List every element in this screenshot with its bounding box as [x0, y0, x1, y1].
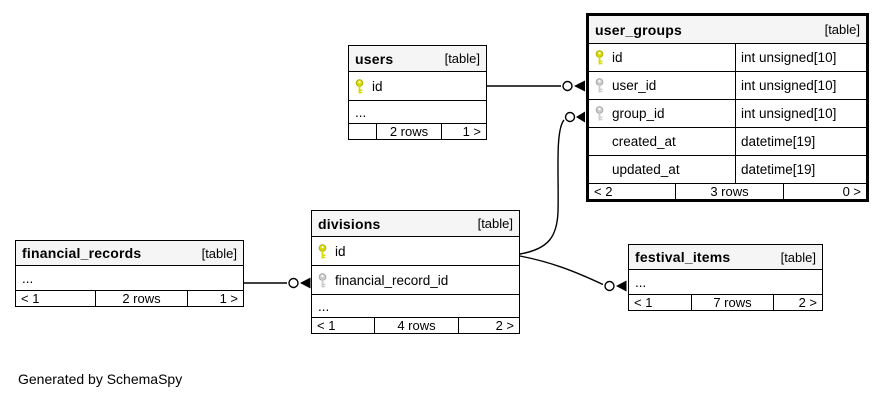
- column-name: updated_at: [612, 162, 680, 177]
- foreign-key-icon: [318, 272, 335, 288]
- column-row-id: id int unsigned[10]: [589, 44, 866, 72]
- rows-count: 2 rows: [376, 124, 441, 139]
- column-type: datetime[19]: [735, 156, 866, 183]
- column-row-ellipsis: ...: [629, 270, 822, 295]
- table-footer: < 2 3 rows 0 >: [589, 184, 866, 199]
- column-row-created-at: created_at datetime[19]: [589, 128, 866, 156]
- column-row-updated-at: updated_at datetime[19]: [589, 156, 866, 184]
- table-type-tag: [table]: [824, 22, 860, 37]
- column-name: ...: [635, 274, 647, 290]
- children-count: 2 >: [773, 295, 822, 310]
- table-header: divisions [table]: [312, 211, 519, 237]
- parents-count: [349, 124, 376, 139]
- table-name: user_groups: [595, 21, 682, 38]
- column-name: id: [372, 78, 383, 94]
- column-type: int unsigned[10]: [735, 100, 866, 127]
- relation-divisions-to-festival-items: [519, 255, 627, 292]
- table-footer: < 1 2 rows 1 >: [16, 291, 243, 306]
- column-name: ...: [22, 270, 34, 286]
- foreign-key-icon: [595, 78, 612, 93]
- relation-users-to-user-groups: [487, 80, 585, 92]
- column-row-ellipsis: ...: [349, 101, 486, 124]
- table-name: users: [355, 50, 394, 67]
- relation-divisions-to-user-groups: [519, 111, 585, 255]
- table-name: divisions: [318, 215, 381, 232]
- column-row-user-id: user_id int unsigned[10]: [589, 72, 866, 100]
- relation-line: [519, 255, 604, 286]
- arrowhead-icon: [576, 111, 585, 123]
- column-row-ellipsis: ...: [312, 295, 519, 318]
- arrowhead-icon: [574, 80, 585, 92]
- cardinality-circle-icon: [604, 280, 615, 292]
- column-row-id: id: [349, 72, 486, 101]
- generated-by-note: Generated by SchemaSpy: [18, 371, 183, 387]
- table-type-tag: [table]: [201, 245, 237, 261]
- column-name: id: [612, 50, 623, 65]
- column-type: datetime[19]: [735, 128, 866, 155]
- column-type: int unsigned[10]: [735, 44, 866, 71]
- cardinality-circle-icon: [562, 80, 573, 92]
- primary-key-icon: [595, 50, 612, 65]
- table-user-groups[interactable]: user_groups [table] id int unsigned[10] …: [586, 13, 869, 202]
- cardinality-circle-icon: [288, 277, 299, 289]
- table-name: festival_items: [635, 249, 731, 265]
- table-divisions[interactable]: divisions [table] id financial_record_id…: [311, 210, 520, 334]
- column-type: int unsigned[10]: [735, 72, 866, 99]
- table-header: users [table]: [349, 46, 486, 72]
- rows-count: 7 rows: [691, 295, 773, 310]
- table-footer: < 1 4 rows 2 >: [312, 318, 519, 333]
- column-name: id: [335, 243, 346, 259]
- table-footer: 2 rows 1 >: [349, 124, 486, 139]
- table-footer: < 1 7 rows 2 >: [629, 295, 822, 310]
- parents-count: < 2: [594, 184, 613, 199]
- table-header: financial_records [table]: [16, 241, 243, 266]
- rows-count: 3 rows: [675, 184, 783, 199]
- table-name: financial_records: [22, 245, 142, 261]
- table-festival-items[interactable]: festival_items [table] ... < 1 7 rows 2 …: [628, 244, 823, 311]
- arrowhead-icon: [300, 277, 311, 289]
- rows-count: 4 rows: [374, 318, 458, 333]
- primary-key-icon: [355, 78, 372, 94]
- parents-count: < 1: [634, 295, 653, 310]
- column-row-financial-record-id: financial_record_id: [312, 266, 519, 295]
- children-count: 2 >: [458, 318, 519, 333]
- table-type-tag: [table]: [780, 249, 816, 265]
- foreign-key-icon: [595, 106, 612, 121]
- parents-count: < 1: [21, 291, 40, 306]
- column-name: ...: [318, 298, 330, 314]
- column-name: financial_record_id: [335, 272, 449, 288]
- children-count: 1 >: [441, 124, 486, 139]
- arrowhead-icon: [616, 280, 627, 292]
- rows-count: 2 rows: [95, 291, 187, 306]
- cardinality-circle-icon: [564, 111, 576, 123]
- column-row-ellipsis: ...: [16, 266, 243, 291]
- children-count: 1 >: [187, 291, 243, 306]
- column-name: group_id: [612, 106, 665, 121]
- table-header: festival_items [table]: [629, 245, 822, 270]
- table-type-tag: [table]: [444, 51, 480, 66]
- relation-financial-records-to-divisions: [244, 277, 311, 289]
- column-row-group-id: group_id int unsigned[10]: [589, 100, 866, 128]
- column-row-id: id: [312, 237, 519, 266]
- table-financial-records[interactable]: financial_records [table] ... < 1 2 rows…: [15, 240, 244, 307]
- relation-line: [519, 119, 565, 255]
- table-users[interactable]: users [table] id ... 2 rows 1 >: [348, 45, 487, 140]
- table-header: user_groups [table]: [589, 16, 866, 44]
- column-name: created_at: [612, 134, 676, 149]
- column-name: user_id: [612, 78, 657, 93]
- parents-count: < 1: [317, 318, 336, 333]
- children-count: 0 >: [783, 184, 866, 199]
- primary-key-icon: [318, 243, 335, 259]
- table-type-tag: [table]: [477, 216, 513, 231]
- column-name: ...: [355, 104, 367, 120]
